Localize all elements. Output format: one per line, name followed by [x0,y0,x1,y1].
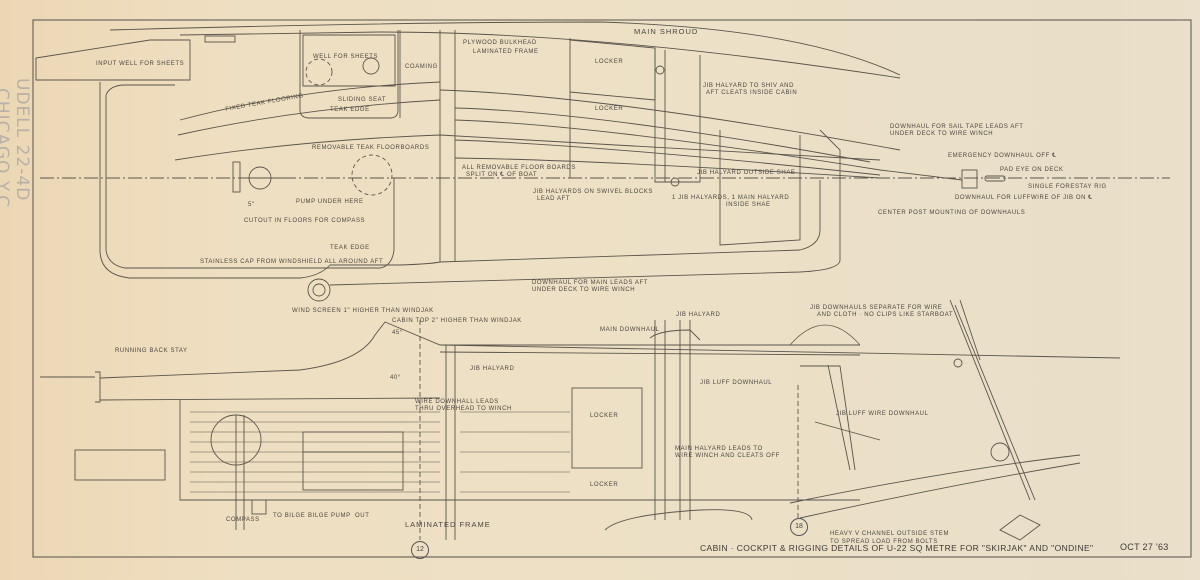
label-emergency: EMERGENCY DOWNHAUL OFF ℄ [948,153,1057,159]
cleat [204,35,236,43]
label-pad-eye: PAD EYE ON DECK [1000,167,1064,173]
label-jib-luff-wire: JIB LUFF WIRE DOWNHAUL [836,411,929,417]
label-main-shroud: MAIN SHROUD [634,27,699,36]
label-floorboards-1: ALL REMOVABLE FLOOR BOARDS [462,165,576,171]
profile-view [40,299,1121,541]
label-pump: PUMP UNDER HERE [296,199,364,205]
label-v-channel-2: TO SPREAD LOAD FROM BOLTS [830,539,938,545]
label-jib-halyard-shiv-2: AFT CLEATS INSIDE CABIN [706,90,798,96]
label-downhaul-sail-1: DOWNHAUL FOR SAIL TAPE LEADS AFT [890,124,1024,130]
sheet-well-fitting [362,57,380,75]
drawing-title: CABIN · COCKPIT & RIGGING DETAILS OF U-2… [700,543,1094,553]
margin-note-line2: CHICAGO Y.C. [0,88,12,215]
label-teak-edge: TEAK EDGE [330,245,370,251]
label-locker-2: LOCKER [595,106,624,112]
drawing-border [32,19,1192,558]
drawing-date: OCT 27 '63 [1120,542,1169,552]
label-downhaul-main-2: UNDER DECK TO WIRE WINCH [532,287,636,293]
label-plywood-bulkhead: PLYWOOD BULKHEAD [463,40,537,46]
label-stainless-cap: STAINLESS CAP FROM WINDSHIELD ALL AROUND… [200,259,384,265]
label-angle-45: 45° [392,330,403,336]
label-locker-4: LOCKER [590,482,619,488]
label-main-downhaul: MAIN DOWNHAUL [600,327,660,333]
label-locker-1: LOCKER [595,59,624,65]
section-marker-12: 12 [411,541,429,559]
label-downhaul-sail-2: UNDER DECK TO WIRE WINCH [890,131,994,137]
label-angle-40: 40° [390,375,401,381]
label-sliding-seat: SLIDING SEAT [338,97,387,103]
label-inside-shae-2: INSIDE SHAE [726,202,771,208]
label-floorboards-2: SPLIT ON ℄ OF BOAT [466,172,538,178]
label-jib-luff: JIB LUFF DOWNHAUL [700,380,773,386]
label-compass: COMPASS [226,517,260,523]
deck-fitting [307,278,331,302]
label-to-bilge: TO BILGE [273,513,306,519]
label-jib-halyard-1: JIB HALYARD [470,366,515,372]
label-bilge-pump: BILGE PUMP [308,513,351,519]
label-cutout: CUTOUT IN FLOORS FOR COMPASS [244,218,366,224]
label-dim-5: 5" [248,202,255,208]
label-laminated-frame: LAMINATED FRAME [473,49,539,55]
label-coaming: COAMING [405,64,438,70]
label-wire-downhaul-2: THRU OVERHEAD TO WINCH [415,406,512,412]
label-wind-screen: WIND SCREEN 1" HIGHER THAN WINDJAK [292,308,434,314]
label-swivel-1: JIB HALYARDS ON SWIVEL BLOCKS [533,189,653,195]
label-v-channel-1: HEAVY V CHANNEL OUTSIDE STEM [830,531,950,537]
grating [74,449,166,481]
plan-view-hull [35,21,901,286]
compass-cutout [232,161,290,193]
label-center-post: CENTER POST MOUNTING OF DOWNHAULS [878,210,1026,216]
label-out: OUT [355,513,370,519]
label-removable-teak: REMOVABLE TEAK FLOORBOARDS [312,145,430,151]
label-jib-halyard-shiv-1: JIB HALYARD TO SHIV AND [703,83,795,89]
label-main-halyard-2: WIRE WINCH AND CLEATS OFF [675,453,780,459]
label-jib-downhauls-1: JIB DOWNHAULS SEPARATE FOR WIRE [810,305,943,311]
label-luffwire: DOWNHAUL FOR LUFFWIRE OF JIB ON ℄ [955,195,1093,201]
label-jib-downhauls-2: AND CLOTH · NO CLIPS LIKE STARBOAT [817,312,954,318]
label-main-halyard-1: MAIN HALYARD LEADS TO [675,446,763,452]
label-back-stay: RUNNING BACK STAY [115,348,188,354]
label-input-well: INPUT WELL FOR SHEETS [96,61,185,67]
section-marker-18: 18 [790,518,808,536]
label-downhaul-main-1: DOWNHAUL FOR MAIN LEADS AFT [532,280,648,286]
label-laminated-frame-profile: LAMINATED FRAME [405,520,491,529]
label-wire-downhaul-1: WIRE DOWNHALL LEADS [415,399,499,405]
label-well-sheets: WELL FOR SHEETS [313,54,379,60]
label-locker-3: LOCKER [590,413,619,419]
margin-note-line1: UDELL 22-4D [12,78,32,202]
label-cabin-top: CABIN TOP 2" HIGHER THAN WINDJAK [392,318,522,324]
label-teak-edge-seat: TEAK EDGE [330,107,370,113]
label-inside-shae-1: 1 JIB HALYARDS, 1 MAIN HALYARD [672,195,790,201]
label-forestay: SINGLE FORESTAY RIG [1028,184,1107,190]
label-jib-halyard-2: JIB HALYARD [676,312,721,318]
label-swivel-2: LEAD AFT [537,196,571,202]
label-jib-outside: JIB HALYARD OUTSIDE SHAE [697,170,796,176]
center-post [961,169,978,189]
pump-access [351,154,393,196]
